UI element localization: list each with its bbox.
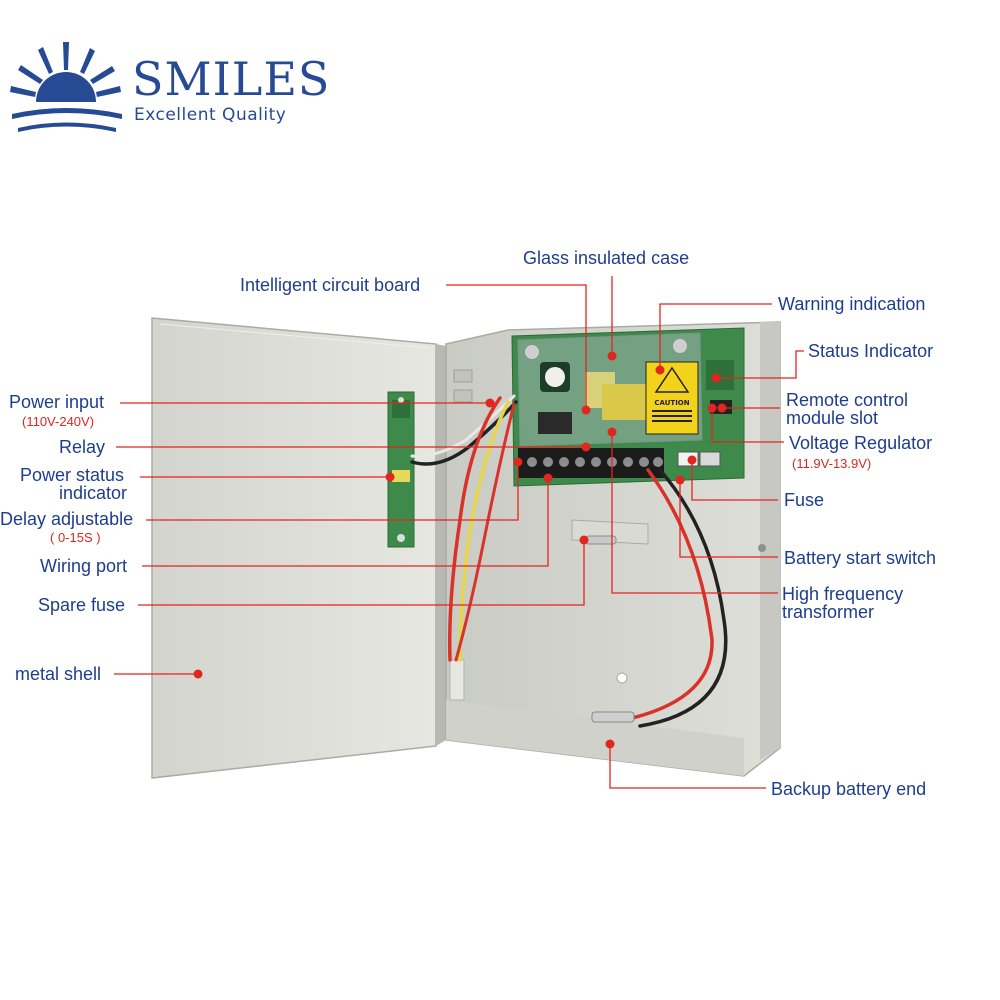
label-battery-start-switch: Battery start switch (784, 548, 937, 568)
label-power-status-line2: indicator (59, 483, 128, 503)
label-spare-fuse: Spare fuse (38, 595, 126, 615)
battery-terminals (591, 711, 635, 723)
label-fuse: Fuse (784, 490, 825, 510)
label-voltage-regulator: Voltage Regulator (789, 433, 933, 453)
brand-tagline: Excellent Quality (134, 105, 287, 125)
label-glass-insulated-case: Glass insulated case (523, 248, 690, 268)
leader-lines (114, 276, 804, 789)
label-relay: Relay (59, 437, 106, 457)
label-high-frequency-line1: High frequency (782, 584, 904, 604)
caution-label-text: CAUTION (654, 399, 689, 407)
label-intelligent-circuit-board: Intelligent circuit board (240, 275, 421, 295)
label-power-input-range: (110V-240V) (22, 414, 95, 429)
label-delay-adjustable-range: ( 0-15S ) (50, 530, 101, 545)
label-high-frequency-line2: transformer (782, 602, 875, 622)
label-warning-indication: Warning indication (778, 294, 926, 314)
label-remote-control-line2: module slot (786, 408, 879, 428)
label-voltage-regulator-range: (11.9V-13.9V) (792, 456, 872, 471)
label-wiring-port: Wiring port (40, 556, 128, 576)
brand-name: SMILES (132, 52, 331, 106)
door-panel (151, 317, 446, 779)
leader-dots (193, 351, 727, 749)
label-metal-shell: metal shell (15, 664, 102, 684)
label-power-status-line1: Power status (20, 465, 125, 485)
label-remote-control-line1: Remote control (786, 390, 909, 410)
door-pcb (387, 391, 415, 548)
label-delay-adjustable: Delay adjustable (0, 509, 134, 529)
label-backup-battery-end: Backup battery end (771, 779, 927, 799)
sun-logo-icon (10, 42, 122, 132)
label-power-input: Power input (9, 392, 105, 412)
label-status-indicator: Status Indicator (808, 341, 934, 361)
